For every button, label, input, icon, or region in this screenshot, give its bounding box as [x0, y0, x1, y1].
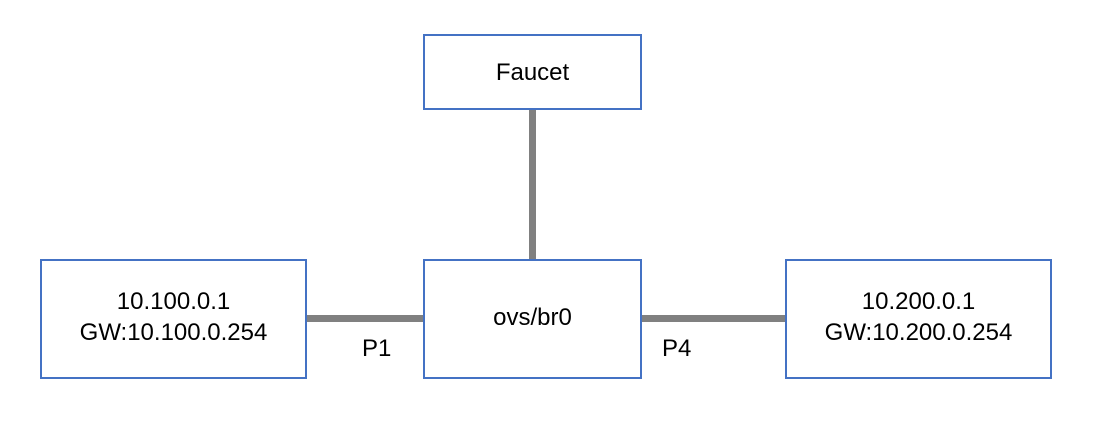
host2-gateway: GW:10.200.0.254	[824, 319, 1013, 346]
host1-ip: 10.100.0.1	[116, 288, 231, 315]
host1-gateway: GW:10.100.0.254	[79, 319, 268, 346]
host1-node: 10.100.0.1 GW:10.100.0.254	[40, 259, 307, 379]
ovs-switch-node: ovs/br0	[423, 259, 642, 379]
host1-switch-link	[305, 315, 425, 322]
faucet-controller-node: Faucet	[423, 34, 642, 110]
host1-text: 10.100.0.1 GW:10.100.0.254	[80, 286, 268, 348]
switch-host2-link	[640, 315, 787, 322]
switch-label: ovs/br0	[493, 303, 572, 331]
port-p4-label: P4	[662, 335, 692, 362]
port-p1-label: P1	[362, 335, 392, 362]
faucet-label: Faucet	[495, 58, 570, 86]
host2-node: 10.200.0.1 GW:10.200.0.254	[785, 259, 1052, 379]
host2-ip: 10.200.0.1	[861, 288, 976, 315]
controller-switch-link	[529, 108, 536, 262]
host2-text: 10.200.0.1 GW:10.200.0.254	[825, 286, 1013, 348]
